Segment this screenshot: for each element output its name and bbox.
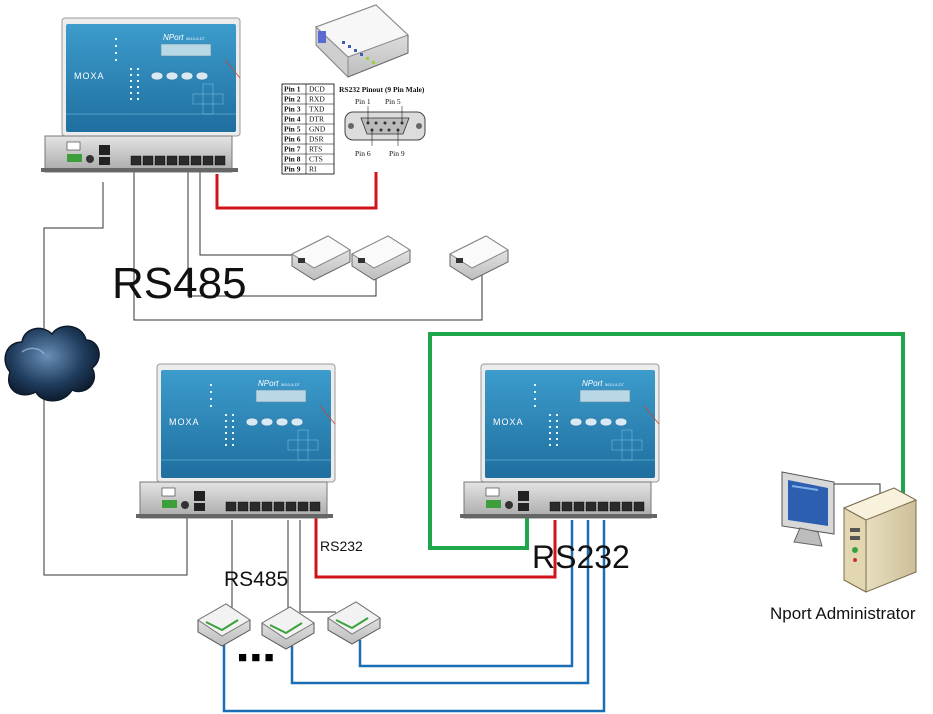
- wire-rs232-top: [215, 172, 378, 210]
- nport-brand-logo: MOXA: [74, 71, 105, 81]
- nport-console-port: [99, 157, 110, 165]
- converter-3: [448, 235, 510, 281]
- label-rs232-small: RS232: [320, 538, 363, 554]
- pinout-signal-name: DSR: [309, 135, 324, 144]
- computer-monitor-icon: [781, 471, 835, 547]
- pinout-pin-number: Pin 3: [284, 105, 301, 114]
- nport-top: NPort 5610-8-DT MOXA: [41, 17, 241, 173]
- nport-submodel-label: 5610-8-DT: [186, 36, 206, 41]
- wire-rs232-bottom: [314, 516, 557, 579]
- hub-top: [315, 4, 409, 79]
- db9-connector-icon: RS232 Pinout (9 Pin Male) Pin 1 Pin 5 Pi…: [339, 85, 426, 158]
- nport-panel-pattern: [192, 83, 224, 115]
- pinout-signal-name: TXD: [309, 105, 325, 114]
- pinout-pin9-label: Pin 9: [389, 149, 405, 158]
- wire-blue-2: [290, 520, 590, 685]
- field-device-3: [327, 601, 381, 645]
- pinout-pin-number: Pin 1: [284, 85, 301, 94]
- nport-mount-bar: [41, 168, 238, 172]
- nport-model-label: NPort: [163, 33, 184, 42]
- nport-ethernet-port: [99, 145, 110, 155]
- nport-lcd: [160, 43, 212, 57]
- pinout-rows: Pin 1 DCD Pin 2 RXD Pin 3 TXD Pin 4 DTR Pin 5 GND…: [282, 85, 334, 174]
- wire-rs485-loop-1: [133, 172, 483, 321]
- pinout-pin-number: Pin 7: [284, 145, 301, 154]
- nport-red-accent: [224, 59, 241, 79]
- label-rs485-top: RS485: [112, 259, 247, 308]
- pinout-pin6-label: Pin 6: [355, 149, 371, 158]
- server-tower-icon: [842, 487, 918, 593]
- field-device-1: [197, 603, 251, 647]
- pinout-signal-name: GND: [309, 125, 326, 134]
- nport-bottom-right: [459, 363, 660, 519]
- pinout-table: Pin 1 DCD Pin 2 RXD Pin 3 TXD Pin 4 DTR Pin 5 GND…: [281, 83, 335, 175]
- wire-cloud-to-bottom: [43, 395, 188, 576]
- pinout-pin-number: Pin 5: [284, 125, 301, 134]
- pinout-pin-number: Pin 2: [284, 95, 301, 104]
- field-device-2: [261, 606, 315, 650]
- pinout-signal-name: RTS: [309, 145, 322, 154]
- pinout-pin-number: Pin 6: [284, 135, 301, 144]
- pinout-signal-name: DTR: [309, 115, 324, 124]
- nport-terminal-block: [67, 154, 82, 162]
- wire-blue-3: [222, 520, 606, 713]
- converter-2: [350, 235, 412, 281]
- pinout-signal-name: RI: [309, 165, 317, 174]
- wires: [43, 172, 905, 713]
- wire-rs485-bottom-3: [299, 520, 336, 613]
- pinout-signal-name: RXD: [309, 95, 325, 104]
- pinout-title: RS232 Pinout (9 Pin Male): [339, 85, 425, 94]
- nport-serial-ports: [130, 155, 226, 166]
- wire-rs485-loop-3: [199, 172, 298, 256]
- nport-panel-buttons: [150, 71, 209, 81]
- pinout-pin5-label: Pin 5: [385, 97, 401, 106]
- pinout-pin1-label: Pin 1: [355, 97, 371, 106]
- pinout-pin-number: Pin 4: [284, 115, 301, 124]
- wire-top-to-cloud: [43, 182, 104, 335]
- converter-1: [290, 235, 352, 281]
- wire-lan: [428, 332, 905, 550]
- nport-bottom-left: [135, 363, 336, 519]
- nport-power-switch: [66, 141, 81, 151]
- wire-blue-1: [358, 520, 574, 668]
- pinout-pin-number: Pin 9: [284, 165, 301, 174]
- ellipsis-dots: ■ ■ ■: [238, 649, 274, 666]
- nport-led-column: [115, 38, 139, 100]
- pinout-pin-number: Pin 8: [284, 155, 301, 164]
- pinout-signal-name: CTS: [309, 155, 323, 164]
- internet-cloud-icon: [4, 325, 100, 402]
- label-rs232-large: RS232: [532, 539, 630, 575]
- wire-rs485-loop-2: [187, 172, 377, 297]
- pinout-signal-name: DCD: [309, 85, 325, 94]
- nport-reset-knob: [86, 155, 94, 163]
- label-nport-administrator: Nport Administrator: [770, 604, 916, 623]
- label-rs485-bottom: RS485: [224, 568, 288, 591]
